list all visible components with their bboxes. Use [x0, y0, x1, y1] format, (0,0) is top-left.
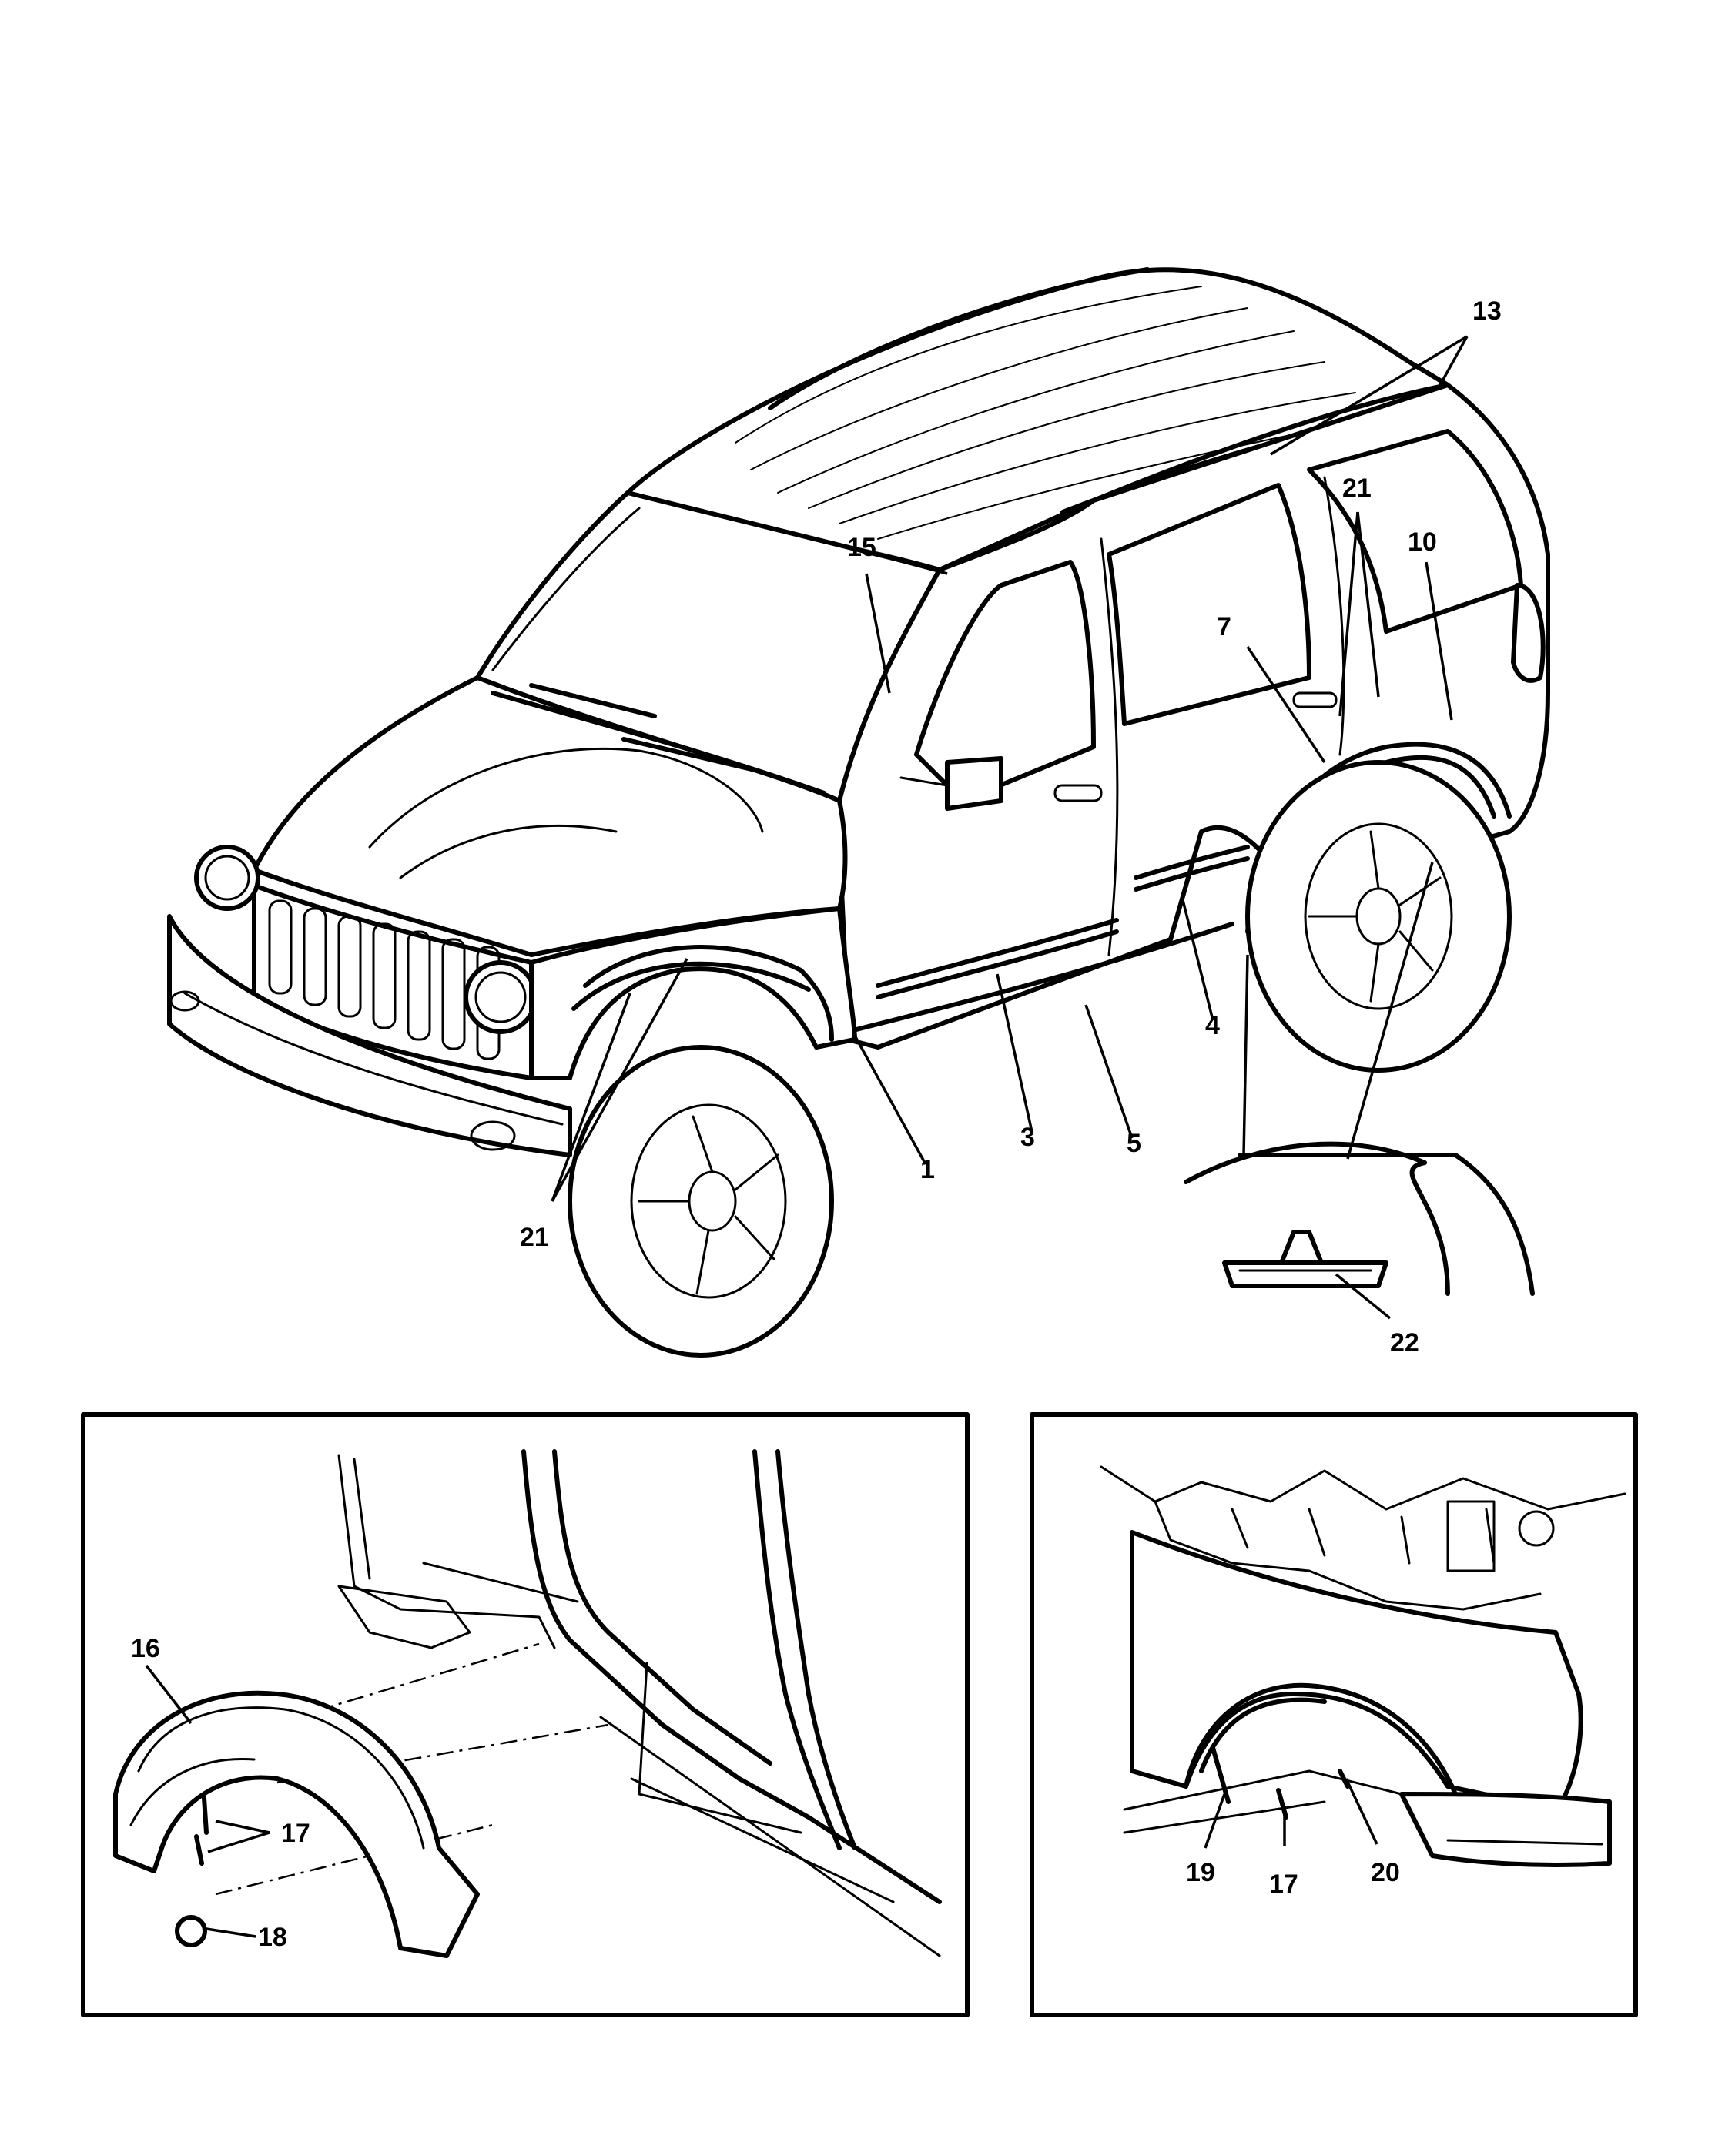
callout-1: 1	[920, 1155, 935, 1184]
callout-17-left: 17	[281, 1819, 310, 1848]
callout-5: 5	[1127, 1129, 1141, 1158]
callout-labels: 1 3 4 5 7 10 13 15 21 21 22 16 17 18 19 …	[131, 296, 1502, 1952]
callout-21-rear: 21	[1342, 474, 1372, 503]
vehicle-illustration	[167, 267, 1550, 1358]
callout-4: 4	[1205, 1011, 1220, 1040]
callout-20: 20	[1371, 1858, 1400, 1887]
callout-3: 3	[1020, 1123, 1035, 1152]
callout-19: 19	[1186, 1858, 1215, 1887]
callout-16: 16	[131, 1634, 160, 1663]
callout-7: 7	[1217, 612, 1231, 641]
leader-lines	[145, 335, 1469, 1938]
callout-15: 15	[847, 533, 876, 562]
callout-18: 18	[258, 1923, 287, 1952]
callout-10: 10	[1408, 527, 1437, 557]
callout-21-front: 21	[520, 1223, 549, 1252]
callout-17-right: 17	[1269, 1870, 1298, 1899]
clip-detail-callout	[1184, 862, 1535, 1296]
callout-22: 22	[1390, 1328, 1419, 1358]
callout-13: 13	[1472, 296, 1502, 326]
inset-panel-left	[81, 1412, 970, 2017]
inset-panel-right	[1030, 1412, 1638, 2017]
